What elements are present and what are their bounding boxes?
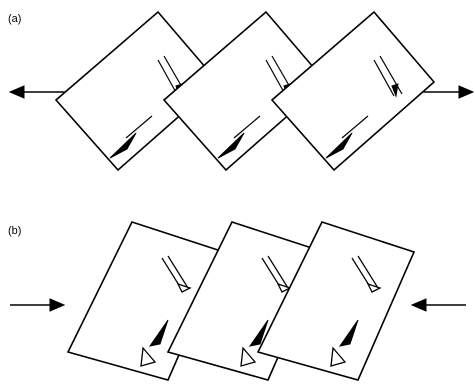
rift-a-3	[373, 55, 403, 98]
rift-b-2	[261, 255, 292, 293]
push-arrow-left-inward	[10, 298, 66, 312]
push-arrow-left-outward	[8, 85, 68, 99]
panel-a-label: (a)	[8, 13, 21, 25]
rift-b-1	[161, 255, 192, 293]
layer-shear-a-3	[325, 115, 369, 159]
push-arrow-right-outward	[419, 85, 475, 99]
push-arrow-right-inward	[410, 298, 466, 312]
panel-a: (a)	[8, 10, 475, 172]
block-a-2	[162, 10, 328, 172]
layer-shear-a-1	[109, 115, 153, 159]
block-a-3	[270, 10, 436, 172]
panel-b-label: (b)	[8, 225, 21, 237]
layer-shear-b-1	[140, 319, 169, 367]
block-b-3	[256, 221, 416, 381]
layer-shear-b-3	[330, 319, 359, 367]
layer-shear-a-2	[217, 115, 261, 159]
rift-b-3	[351, 255, 382, 293]
panel-b: (b)	[8, 221, 466, 381]
layer-shear-b-2	[240, 319, 269, 367]
